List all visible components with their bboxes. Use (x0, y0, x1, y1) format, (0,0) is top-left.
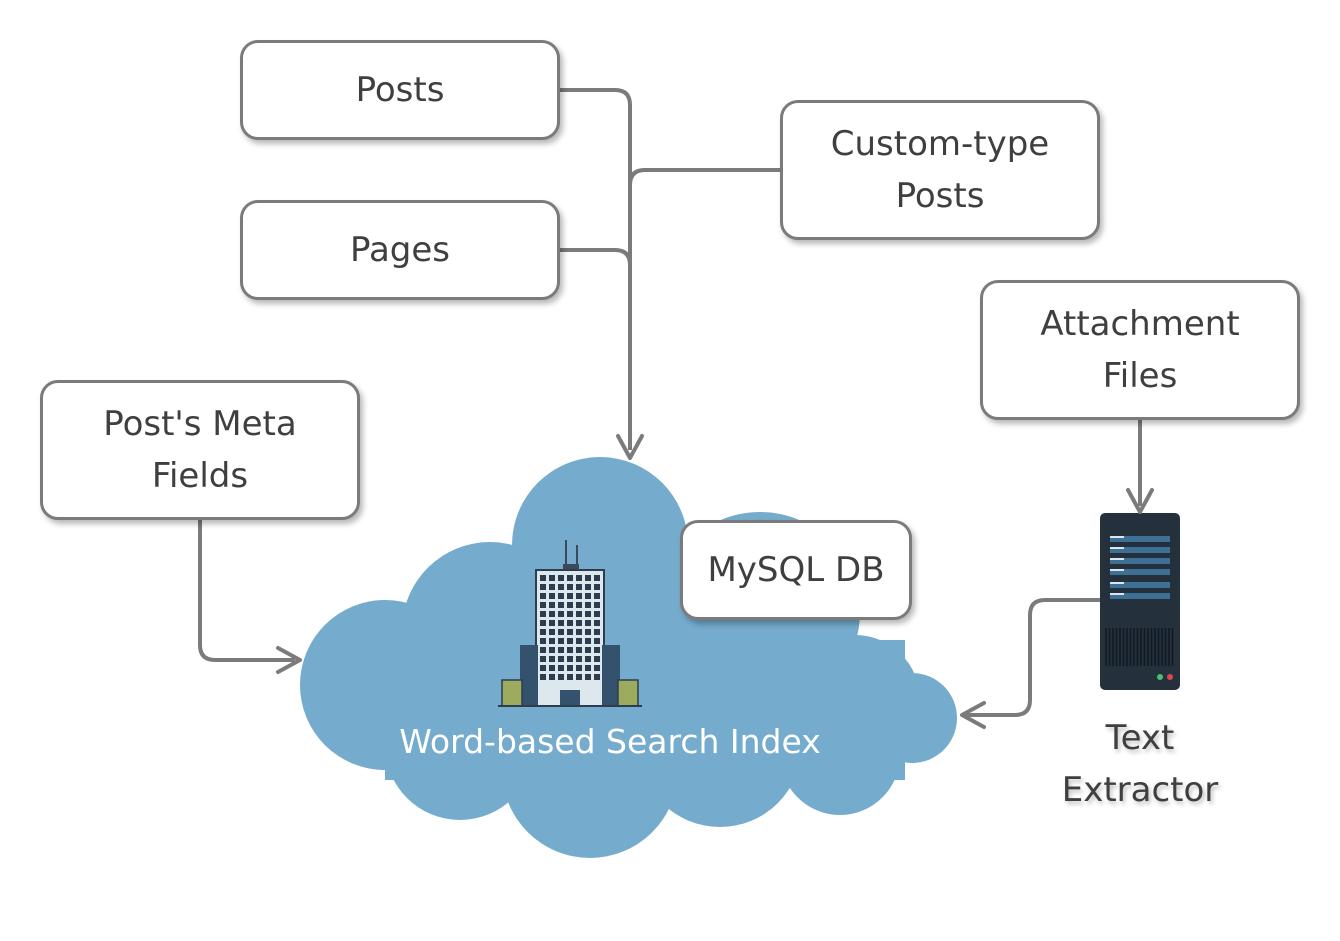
custom-type-posts-box: Custom-type Posts (780, 100, 1100, 240)
connector-posts (560, 88, 632, 450)
arrowhead-index-right (960, 701, 986, 729)
connectors (198, 88, 1142, 717)
post-meta-fields-label-line1: Post's Meta (103, 404, 297, 444)
connector-custom-type-posts (628, 168, 780, 186)
post-meta-fields-box: Post's Meta Fields (40, 380, 360, 520)
connector-meta-fields (198, 520, 295, 662)
attachment-files-label-line1: Attachment (1040, 304, 1240, 344)
text-extractor-label: Text Extractor (1040, 712, 1240, 816)
office-building-icon (498, 540, 642, 707)
mysql-db-box: MySQL DB (680, 520, 912, 620)
text-extractor-label-line1: Text (1105, 718, 1175, 758)
server-icon (1100, 513, 1180, 690)
text-extractor-label-line2: Extractor (1061, 770, 1219, 810)
custom-type-posts-label-line2: Posts (895, 176, 985, 216)
search-index-label: Word-based Search Index (399, 722, 821, 761)
arrowhead-index-left (276, 646, 302, 674)
connector-extractor (964, 598, 1100, 717)
pages-box: Pages (240, 200, 560, 300)
arrowheads (276, 434, 1154, 729)
arrowhead-index-top (616, 434, 644, 460)
mysql-db-label: MySQL DB (707, 550, 885, 590)
arrowhead-server (1126, 488, 1154, 514)
posts-label: Posts (355, 70, 445, 110)
custom-type-posts-label-line1: Custom-type (830, 124, 1050, 164)
connector-pages (560, 248, 632, 266)
search-index-cloud (300, 457, 957, 858)
attachment-files-label-line2: Files (1102, 356, 1178, 396)
attachment-files-box: Attachment Files (980, 280, 1300, 420)
posts-box: Posts (240, 40, 560, 140)
pages-label: Pages (349, 230, 451, 270)
post-meta-fields-label-line2: Fields (151, 456, 249, 496)
